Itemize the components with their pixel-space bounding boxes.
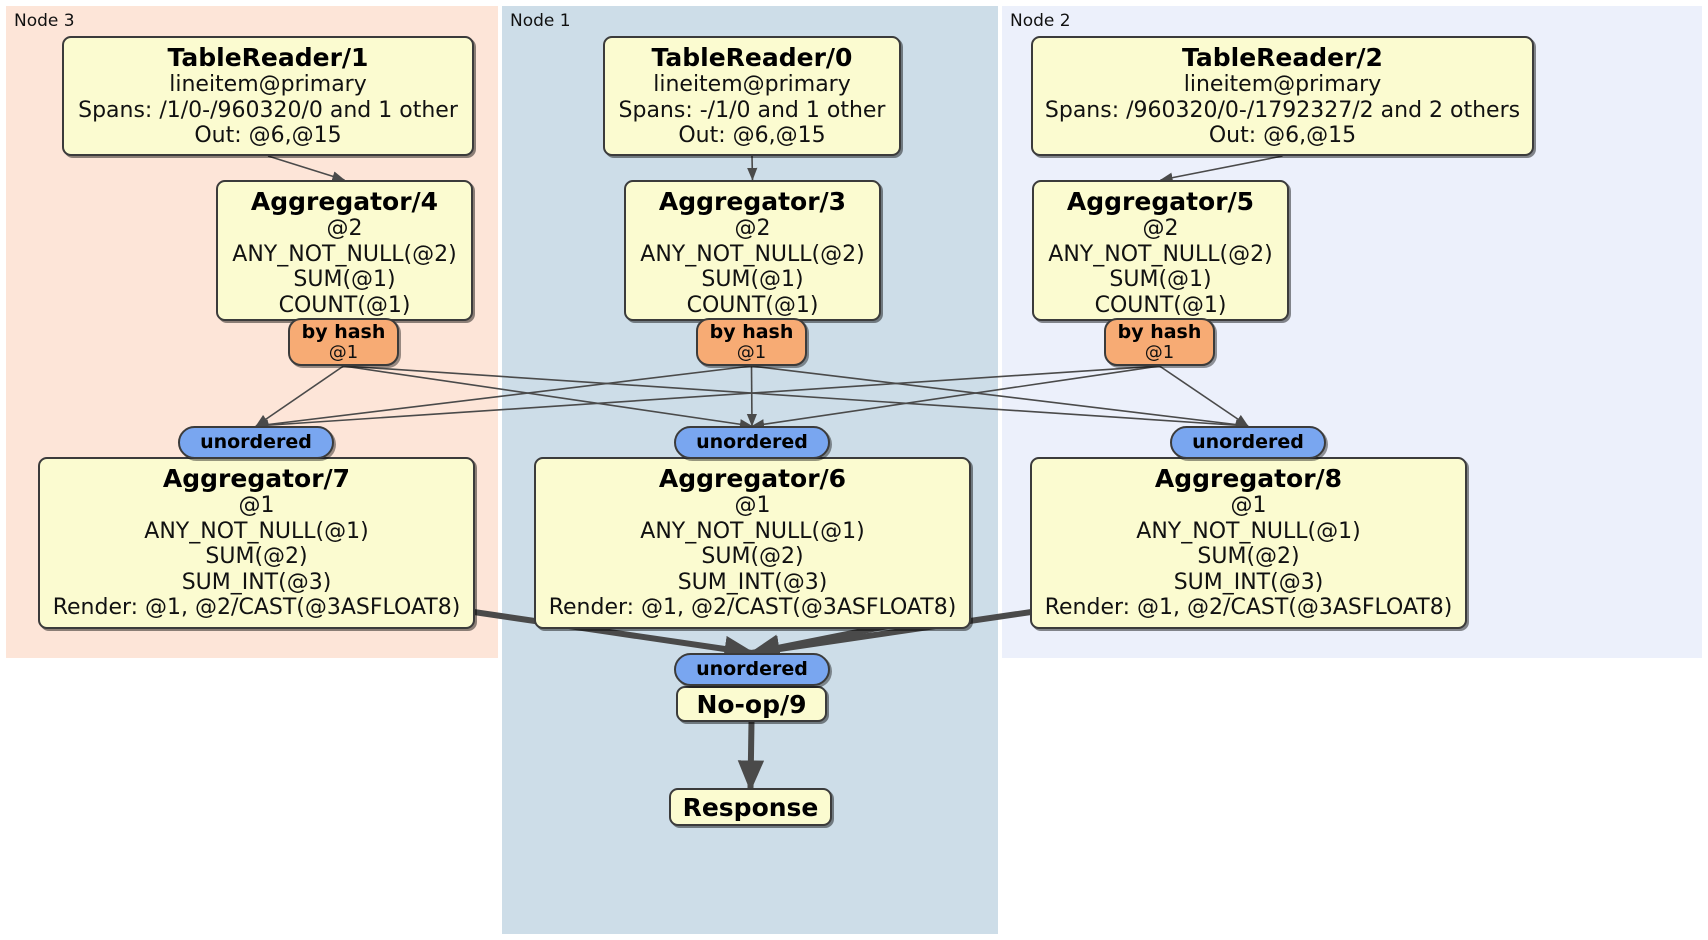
processor-noop9[interactable]: No-op/9	[676, 686, 827, 722]
edge-hash3-to-sync6	[746, 365, 758, 427]
edge-tablereader1-to-aggregator4	[267, 155, 346, 182]
synchronizer-sync9[interactable]: unordered	[674, 653, 830, 686]
processor-detail-line: Spans: /960320/0-/1792327/2 and 2 others	[1044, 97, 1521, 123]
edge-aggregator7-to-sync9	[466, 608, 756, 663]
processor-detail-line: Out: @6,@15	[1208, 123, 1357, 149]
processor-detail-line: Out: @6,@15	[678, 123, 826, 149]
processor-detail-line: Render: @1, @2/CAST(@3ASFLOAT8)	[52, 595, 461, 621]
processor-detail-line: SUM_INT(@3)	[677, 569, 828, 595]
edge-tablereader0-to-aggregator3	[747, 155, 758, 181]
edge-hash3-to-sync7	[255, 365, 752, 430]
router-label: by hash	[301, 320, 386, 343]
processor-detail-line: SUM_INT(@3)	[181, 569, 332, 595]
edge-aggregator8-to-sync9	[748, 608, 1039, 663]
processor-detail-line: ANY_NOT_NULL(@2)	[640, 241, 865, 267]
node-label-node1: Node 1	[510, 11, 571, 31]
node-label-node3: Node 3	[14, 11, 75, 31]
router-label: by hash	[709, 320, 794, 343]
hash-router-hash5[interactable]: by hash@1	[1104, 318, 1215, 366]
processor-title: TableReader/0	[651, 43, 853, 72]
edge-hash4-to-sync7	[255, 365, 344, 427]
synchronizer-label: unordered	[696, 431, 808, 454]
router-column: @1	[1144, 341, 1175, 363]
processor-title: Aggregator/4	[250, 187, 439, 216]
synchronizer-sync7[interactable]: unordered	[178, 426, 334, 459]
hash-router-hash3[interactable]: by hash@1	[696, 318, 807, 366]
processor-title: Aggregator/8	[1154, 464, 1343, 493]
edge-hash5-to-sync7	[255, 365, 1160, 431]
processor-detail-line: SUM(@1)	[293, 267, 396, 293]
processor-detail-line: @2	[734, 216, 771, 241]
processor-title: Aggregator/5	[1066, 187, 1255, 216]
processor-detail-line: ANY_NOT_NULL(@2)	[1048, 241, 1273, 267]
synchronizer-label: unordered	[200, 431, 312, 454]
edge-hash5-to-sync6	[751, 365, 1160, 430]
synchronizer-sync8[interactable]: unordered	[1170, 426, 1326, 459]
processor-detail-line: ANY_NOT_NULL(@2)	[232, 241, 457, 267]
processor-detail-line: Render: @1, @2/CAST(@3ASFLOAT8)	[548, 595, 957, 621]
processor-detail-line: Render: @1, @2/CAST(@3ASFLOAT8)	[1044, 595, 1453, 621]
synchronizer-label: unordered	[696, 658, 808, 681]
processor-title: Aggregator/7	[162, 464, 351, 493]
processor-title: Response	[682, 792, 819, 822]
processor-detail-line: SUM(@2)	[205, 544, 308, 570]
processor-detail-line: Spans: /1/0-/960320/0 and 1 other	[78, 97, 458, 123]
router-label: by hash	[1117, 320, 1202, 343]
processor-detail-line: @1	[734, 493, 771, 518]
processor-title: Aggregator/3	[658, 187, 847, 216]
processor-detail-line: SUM_INT(@3)	[1173, 569, 1324, 595]
processor-detail-line: SUM(@2)	[701, 544, 804, 570]
edge-noop9-to-response	[737, 721, 765, 792]
processor-detail-line: @2	[326, 216, 363, 241]
processor-title: No-op/9	[696, 689, 807, 719]
synchronizer-sync6[interactable]: unordered	[674, 426, 830, 459]
processor-response[interactable]: Response	[669, 788, 832, 826]
processor-detail-line: SUM(@1)	[701, 267, 804, 293]
synchronizer-label: unordered	[1192, 431, 1304, 454]
processor-detail-line: Spans: -/1/0 and 1 other	[618, 97, 886, 123]
processor-detail-line: COUNT(@1)	[686, 292, 819, 318]
processor-detail-line: COUNT(@1)	[1094, 292, 1227, 318]
processor-detail-line: @1	[238, 493, 275, 518]
processor-detail-line: SUM(@1)	[1109, 267, 1212, 293]
router-column: @1	[328, 341, 359, 363]
processor-detail-line: @1	[1230, 493, 1267, 518]
processor-detail-line: lineitem@primary	[653, 72, 851, 97]
processor-detail-line: ANY_NOT_NULL(@1)	[640, 518, 865, 544]
processor-title: TableReader/2	[1182, 43, 1383, 72]
processor-detail-line: lineitem@primary	[1183, 72, 1382, 97]
edge-tablereader2-to-aggregator5	[1159, 155, 1283, 183]
edge-hash4-to-sync8	[343, 365, 1249, 431]
edge-hash4-to-sync6	[343, 365, 753, 430]
processor-title: Aggregator/6	[658, 464, 847, 493]
processor-detail-line: ANY_NOT_NULL(@1)	[1136, 518, 1361, 544]
edge-hash5-to-sync8	[1159, 365, 1249, 427]
processor-detail-line: SUM(@2)	[1197, 544, 1300, 570]
processor-title: TableReader/1	[167, 43, 369, 72]
processor-detail-line: lineitem@primary	[169, 72, 367, 97]
hash-router-hash4[interactable]: by hash@1	[288, 318, 399, 366]
edge-hash3-to-sync8	[751, 365, 1249, 430]
processor-detail-line: COUNT(@1)	[278, 292, 411, 318]
router-column: @1	[736, 341, 767, 363]
node-label-node2: Node 2	[1010, 11, 1071, 31]
processor-detail-line: Out: @6,@15	[194, 123, 342, 149]
processor-detail-line: ANY_NOT_NULL(@1)	[144, 518, 369, 544]
processor-detail-line: @2	[1142, 216, 1179, 241]
